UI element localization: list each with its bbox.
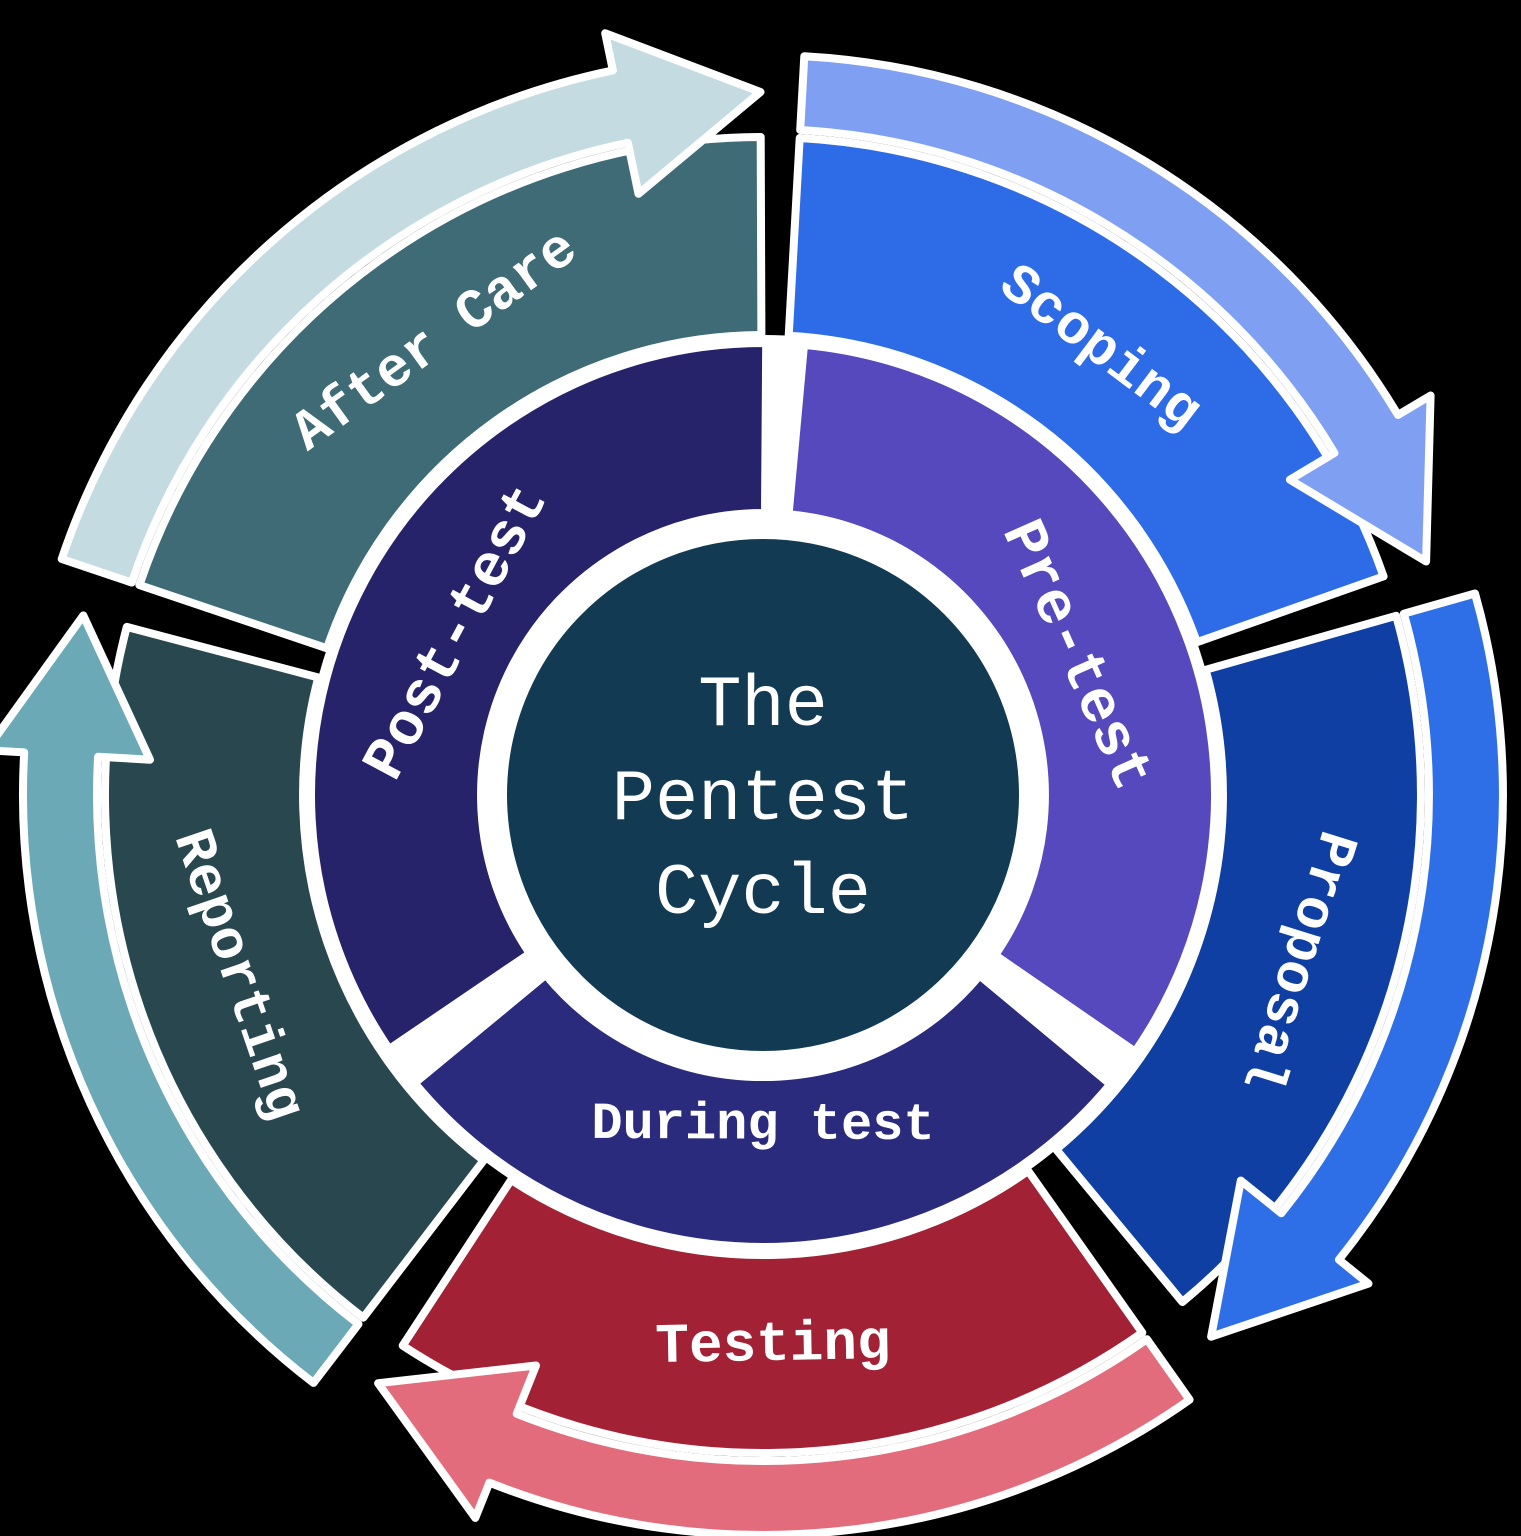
- segment-reporting: [0, 611, 488, 1387]
- proposal-arrow: [1207, 589, 1507, 1341]
- duringtest-sector: [410, 970, 1115, 1251]
- center-circle: [499, 531, 1027, 1059]
- reporting-sector: [100, 622, 488, 1322]
- scoping-sector: [784, 134, 1388, 647]
- scoping-arrow: [796, 52, 1435, 566]
- proposal-sector: [1052, 611, 1425, 1306]
- segment-scoping: [784, 52, 1435, 647]
- pretest-sector: [784, 340, 1219, 1056]
- aftercare-arrow: [57, 29, 765, 587]
- outer-ring: [0, 29, 1507, 1536]
- center-title: The Pentest Cycle: [612, 665, 914, 935]
- testing-label: Testing: [655, 1311, 891, 1379]
- reporting-arrow: [0, 611, 363, 1387]
- testing-arrow: [374, 1335, 1194, 1536]
- segment-aftercare: [57, 29, 766, 653]
- testing-sector: [398, 1166, 1147, 1458]
- inner-ring: [307, 338, 1219, 1251]
- aftercare-sector: [135, 133, 766, 653]
- segment-testing: [374, 1166, 1194, 1536]
- posttest-sector: [307, 338, 771, 1054]
- center-title-line1: The: [698, 665, 828, 747]
- center-title-line2: Pentest: [612, 759, 914, 841]
- duringtest-label: During test: [591, 1095, 934, 1155]
- center-title-line3: Cycle: [655, 853, 871, 935]
- segment-proposal: [1052, 589, 1507, 1341]
